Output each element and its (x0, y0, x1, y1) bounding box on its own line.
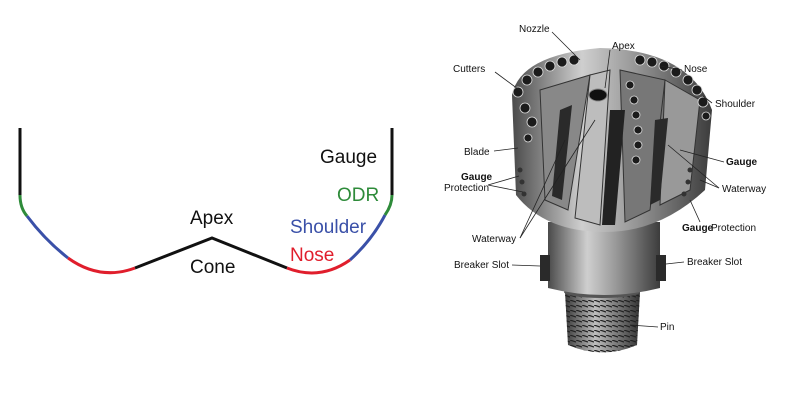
gauge-photo-label: Gauge (726, 157, 758, 168)
gauge-label: Gauge (320, 147, 377, 168)
bit-photo: Nozzle Apex Cutters Nose Shoulder Blade … (444, 24, 766, 353)
nose-label: Nose (290, 245, 334, 266)
pin-label: Pin (660, 322, 674, 333)
waterway-right-label: Waterway (722, 184, 766, 195)
odr-right-segment (383, 194, 394, 216)
shoulder-right-segment (348, 214, 387, 262)
cone-label: Cone (190, 257, 235, 278)
breaker-slot-right-label: Breaker Slot (687, 257, 742, 268)
odr-left-segment (18, 194, 29, 217)
bit-head (512, 48, 712, 232)
nozzle-label: Nozzle (519, 24, 550, 35)
bit-shank (540, 222, 666, 295)
gauge-protection-right-rest: Protection (711, 223, 756, 234)
nose-photo-label: Nose (684, 64, 708, 75)
nose-right-segment (286, 258, 351, 275)
shoulder-label: Shoulder (290, 217, 367, 238)
bit-profile: Gauge ODR Shoulder Nose Apex Cone (18, 128, 394, 278)
pin-threads (564, 286, 640, 353)
gauge-protection-right-bold: Gauge (682, 223, 714, 234)
gauge-protection-left-rest: Protection (444, 183, 489, 194)
cutters-label: Cutters (453, 64, 485, 75)
blade-label: Blade (464, 147, 490, 158)
leader-lines (487, 31, 725, 328)
nose-left-segment (67, 256, 136, 275)
cone-segment (134, 236, 288, 270)
waterway-left-label: Waterway (472, 234, 516, 245)
odr-label: ODR (337, 185, 379, 206)
shoulder-photo-label: Shoulder (715, 99, 756, 110)
apex-photo-label: Apex (612, 41, 635, 52)
apex-label: Apex (190, 208, 234, 229)
shoulder-left-segment (25, 215, 69, 260)
gauge-protection-left-bold: Gauge (461, 172, 493, 183)
breaker-slot-left-label: Breaker Slot (454, 260, 509, 271)
